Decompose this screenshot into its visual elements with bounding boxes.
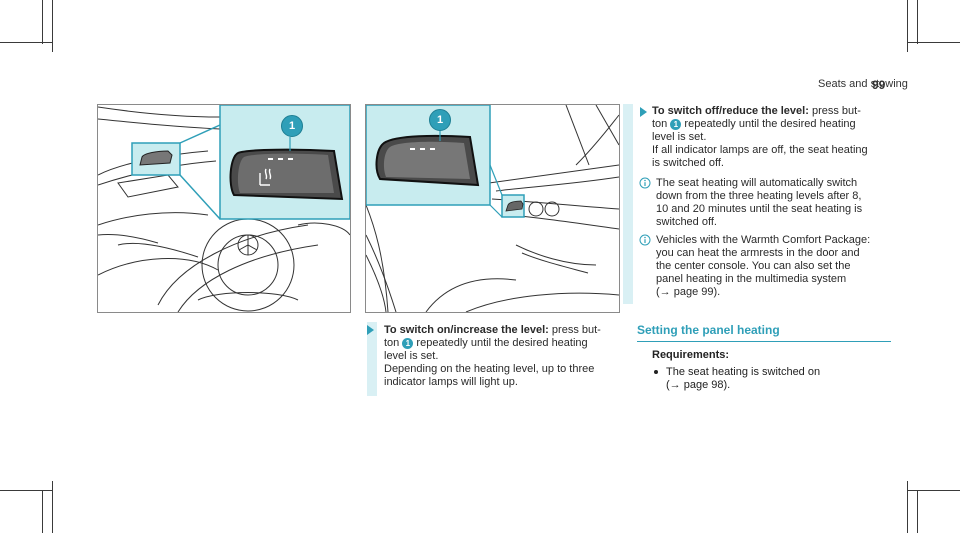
step-text: indicator lamps will light up. — [384, 376, 518, 388]
crop-mark — [917, 490, 918, 533]
info-icon — [639, 234, 651, 246]
crop-mark — [908, 490, 960, 491]
figure-dashboard-seat-heating: 1 — [97, 104, 351, 313]
step-text: level is set. — [384, 350, 439, 362]
step-switch-off: To switch off/reduce the level: press bu… — [652, 105, 902, 170]
step-arrow-icon — [367, 325, 374, 335]
crop-mark — [0, 490, 52, 491]
step-bar — [367, 322, 377, 396]
step-text: is switched off. — [652, 157, 724, 169]
callout-marker: 1 — [429, 109, 451, 131]
step-arrow-icon — [640, 107, 647, 117]
page-reference-link[interactable]: (→ page 98). — [666, 379, 731, 391]
note-warmth-comfort: Vehicles with the Warmth Comfort Package… — [656, 234, 896, 299]
step-text: ton — [652, 118, 668, 130]
door-illustration — [366, 105, 619, 312]
note-text: you can heat the armrests in the door an… — [656, 247, 860, 259]
running-header: Seats and stowing — [818, 78, 908, 90]
requirement-item: The seat heating is switched on (→ page … — [654, 366, 894, 392]
dashboard-illustration — [98, 105, 350, 312]
crop-mark — [42, 0, 43, 44]
crop-mark — [908, 42, 960, 43]
step-text: Depending on the heating level, up to th… — [384, 363, 595, 375]
requirements-label: Requirements: — [652, 349, 730, 361]
crop-mark — [917, 0, 918, 44]
crop-mark — [52, 0, 53, 52]
requirement-text: The seat heating is switched on — [666, 366, 821, 378]
note-text: Vehicles with the Warmth Comfort Package… — [656, 234, 871, 246]
step-title: To switch on/increase the level: — [384, 324, 549, 336]
step-text: level is set. — [652, 131, 707, 143]
note-text: switched off. — [656, 216, 717, 228]
callout-marker: 1 — [281, 115, 303, 137]
note-text: panel heating in the multimedia system — [656, 273, 847, 285]
step-text: press but- — [811, 105, 861, 117]
step-bar — [623, 104, 633, 304]
step-text: press but- — [551, 324, 601, 336]
step-text: repeatedly until the desired heating — [684, 118, 856, 130]
crop-mark — [0, 42, 52, 43]
info-icon — [639, 177, 651, 189]
callout-marker: 1 — [402, 337, 414, 349]
crop-mark — [907, 481, 908, 533]
step-text: repeatedly until the desired heating — [416, 337, 588, 349]
note-text: 10 and 20 minutes until the seat heating… — [656, 203, 863, 215]
crop-mark — [42, 490, 43, 533]
crop-mark — [52, 481, 53, 533]
note-auto-switch: The seat heating will automatically swit… — [656, 177, 896, 229]
step-text: If all indicator lamps are off, the seat… — [652, 144, 868, 156]
page-number: 99 — [872, 78, 886, 92]
page-reference-link[interactable]: (→ page 99). — [656, 286, 721, 298]
note-text: the center console. You can also set the — [656, 260, 851, 272]
note-text: The seat heating will automatically swit… — [656, 177, 858, 189]
crop-mark — [907, 0, 908, 52]
step-switch-on: To switch on/increase the level: press b… — [384, 324, 629, 389]
bullet-icon — [654, 370, 658, 375]
section-divider — [637, 341, 891, 342]
step-text: ton — [384, 337, 400, 349]
section-title: Setting the panel heating — [637, 323, 780, 337]
figure-door-seat-heating: 1 — [365, 104, 620, 313]
step-title: To switch off/reduce the level: — [652, 105, 809, 117]
callout-marker: 1 — [670, 118, 682, 130]
note-text: down from the three heating levels after… — [656, 190, 862, 202]
